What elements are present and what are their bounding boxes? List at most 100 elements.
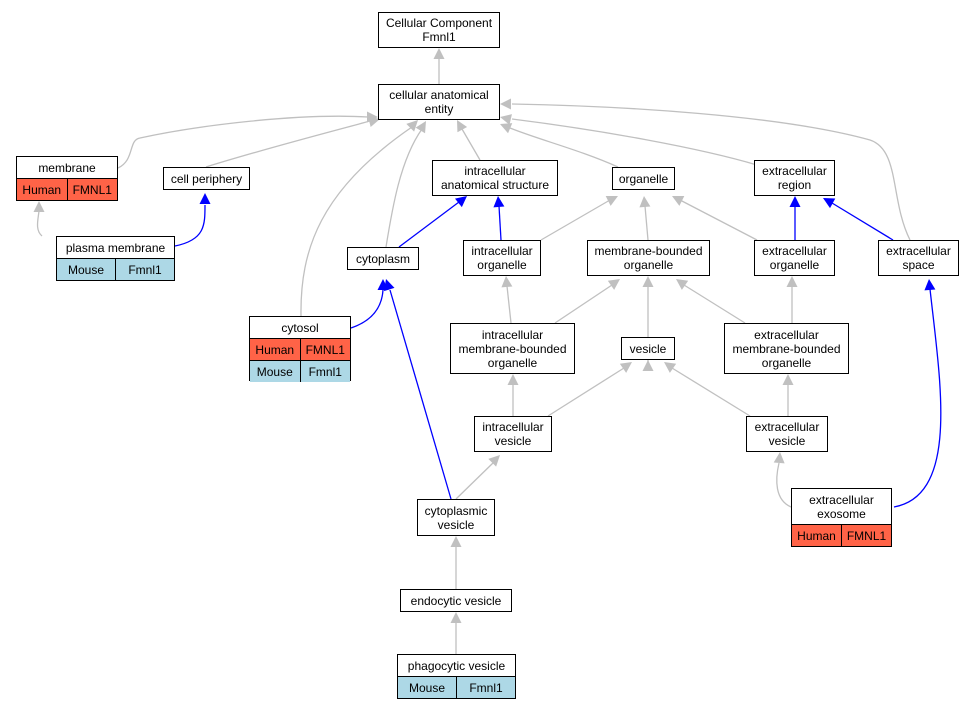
annotation-row: Mouse Fmnl1: [398, 676, 515, 698]
node-line: organelle: [769, 258, 820, 272]
node-endocytic-vesicle[interactable]: endocytic vesicle: [400, 589, 512, 612]
node-line: plasma membrane: [65, 240, 166, 255]
arrowhead: [664, 362, 677, 373]
node-line: cytosol: [281, 320, 319, 335]
annotation-row: Human FMNL1: [17, 178, 117, 200]
gene-cell: FMNL1: [299, 339, 350, 360]
node-line: extracellular: [762, 244, 827, 258]
is-a-edge: [554, 284, 613, 324]
arrowhead: [500, 98, 511, 110]
arrowhead: [672, 196, 685, 206]
arrowhead: [199, 193, 211, 204]
arrowhead: [619, 362, 632, 373]
is-a-edge: [506, 285, 512, 324]
node-line: anatomical structure: [440, 178, 550, 192]
node-line: Fmnl1: [422, 30, 456, 44]
arrowhead: [924, 279, 936, 291]
node-line: Cellular Component: [385, 16, 493, 30]
arrowhead: [639, 196, 651, 208]
arrowhead: [457, 120, 468, 133]
arrowhead: [823, 198, 836, 209]
node-organelle[interactable]: organelle: [612, 167, 675, 190]
annotation-row: Human FMNL1: [792, 524, 891, 546]
node-line: membrane-bounded: [732, 341, 841, 356]
arrowhead: [450, 536, 462, 547]
node-line: membrane: [38, 160, 96, 175]
gene-cell: Fmnl1: [115, 259, 174, 280]
node-membrane[interactable]: membrane Human FMNL1: [16, 156, 118, 201]
node-line: entity: [424, 102, 454, 116]
node-cytosol[interactable]: cytosol Human FMNL1 Mouse Fmnl1: [249, 316, 351, 382]
species-cell: Mouse: [398, 677, 456, 698]
node-line: extracellular: [762, 164, 827, 178]
arrowhead: [605, 196, 618, 206]
arrowhead: [786, 276, 798, 287]
node-line: extracellular: [754, 420, 820, 434]
species-cell: Mouse: [250, 361, 300, 382]
arrowhead: [383, 279, 395, 292]
arrowhead: [607, 279, 620, 290]
node-cytoplasm[interactable]: cytoplasm: [347, 247, 419, 270]
arrowhead: [433, 48, 445, 59]
node-line: organelle: [477, 258, 527, 272]
arrowhead: [415, 121, 426, 134]
node-line: vesicle: [629, 341, 667, 356]
arrowhead: [500, 123, 513, 134]
node-vesicle[interactable]: vesicle: [621, 337, 675, 360]
is-a-edge: [455, 461, 495, 500]
is-a-edge: [679, 199, 758, 241]
node-line: space: [902, 258, 935, 272]
annotation-row: Human FMNL1: [250, 338, 350, 360]
node-line: extracellular: [754, 327, 819, 342]
arrowhead: [782, 374, 794, 385]
gene-cell: Fmnl1: [456, 677, 515, 698]
node-cell-periphery[interactable]: cell periphery: [163, 167, 250, 190]
gene-cell: FMNL1: [841, 525, 891, 546]
part-of-edge: [498, 205, 502, 241]
part-of-edge: [398, 201, 460, 248]
annotation-row: Mouse Fmnl1: [250, 360, 350, 382]
arrowhead: [501, 276, 513, 288]
node-phagocytic-vesicle[interactable]: phagocytic vesicle Mouse Fmnl1: [397, 654, 516, 699]
arrowhead: [676, 279, 689, 290]
node-line: cytoplasm: [355, 251, 411, 266]
part-of-edge: [350, 289, 384, 329]
node-line: cell periphery: [170, 171, 243, 186]
node-plasma-membrane[interactable]: plasma membrane Mouse Fmnl1: [56, 236, 175, 281]
node-line: organelle: [487, 355, 538, 370]
is-a-edge: [683, 284, 746, 324]
node-line: region: [777, 178, 812, 192]
is-a-edge: [509, 127, 619, 168]
node-line: extracellular: [809, 492, 874, 507]
node-line: vesicle: [768, 434, 806, 448]
is-a-edge: [511, 103, 911, 241]
is-a-edge: [671, 367, 751, 417]
node-line: vesicle: [437, 517, 475, 532]
species-cell: Human: [250, 339, 300, 360]
node-line: intracellular: [481, 327, 544, 342]
node-line: membrane-bounded: [594, 244, 703, 258]
node-line: endocytic vesicle: [410, 593, 502, 608]
species-cell: Human: [17, 179, 67, 200]
arrowhead: [507, 374, 519, 385]
arrowhead: [454, 196, 467, 208]
is-a-edge: [385, 128, 423, 248]
is-a-edge: [461, 128, 481, 161]
is-a-edge: [511, 118, 758, 166]
node-line: vesicle: [494, 434, 532, 448]
